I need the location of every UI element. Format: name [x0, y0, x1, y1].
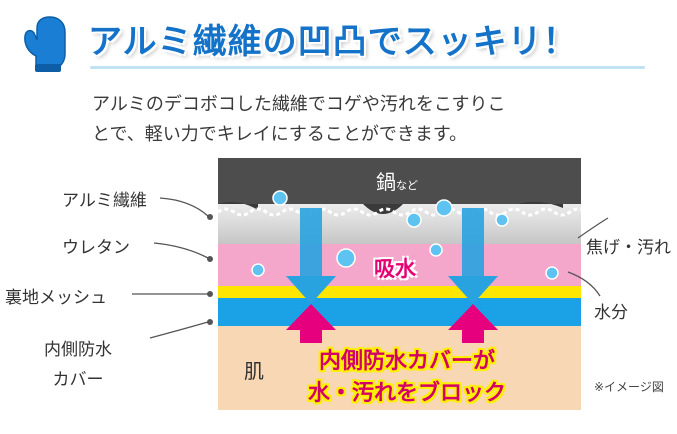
label-urethane: ウレタン: [62, 238, 130, 258]
leader-line-urethane: [153, 242, 209, 259]
pan-text: 鍋: [376, 170, 396, 194]
waterproof-callout: 内側防水カバーが 水・汚れをブロック: [302, 346, 512, 410]
leader-line-aluminum: [159, 197, 209, 217]
pan-suffix: など: [396, 179, 418, 192]
label-cover-line-1: 内側防水: [44, 340, 112, 360]
urethane-layer: [218, 244, 581, 286]
pan-label: 鍋など: [376, 166, 418, 195]
leader-dot: [207, 319, 213, 325]
label-waterproof-cover: 内側防水 カバー: [44, 335, 112, 395]
description-line-2: とで、軽い力でキレイにすることができます。: [92, 124, 468, 145]
label-back-mesh: 裏地メッシュ: [5, 288, 107, 308]
leader-dot: [207, 291, 213, 297]
water-drop-icon: [251, 190, 559, 280]
leader-dot: [207, 256, 213, 262]
aluminum-fiber-layer: [218, 204, 581, 244]
skin-label: 肌: [244, 359, 264, 383]
label-cover-line-2: カバー: [52, 370, 104, 390]
absorb-arrow: [448, 208, 498, 304]
absorb-label: 吸水: [374, 257, 416, 281]
callout-line-1: 内側防水カバーが: [318, 349, 495, 374]
leader-line-cover: [149, 321, 209, 339]
aluminum-fiber-texture: [218, 207, 581, 217]
dirt-chunk: [518, 201, 563, 208]
layer-diagram: 鍋など 吸水 肌 内側防水カバーが 水・汚れをブロック: [218, 158, 581, 410]
callout-line-2: 水・汚れをブロック: [307, 381, 506, 406]
block-arrow: [448, 304, 498, 343]
diagram-graphics: [218, 190, 581, 343]
label-moisture: 水分: [594, 303, 628, 323]
headline: アルミ繊維の凹凸でスッキリ！: [88, 22, 578, 62]
label-aluminum-fiber: アルミ繊維: [62, 191, 147, 211]
headline-underline: [90, 66, 645, 69]
skin-layer: [218, 326, 581, 410]
label-burnt-dirt: 焦げ・汚れ: [586, 238, 671, 258]
description-line-1: アルミのデコボコした繊維でコゲや汚れをこすりこ: [92, 94, 506, 115]
block-arrow: [286, 304, 336, 343]
leader-dot: [207, 214, 213, 220]
dirt-chunk: [218, 202, 258, 210]
waterproof-cover-layer: [218, 298, 581, 326]
absorb-arrow: [286, 208, 336, 304]
image-note: ※イメージ図: [594, 380, 664, 394]
mitten-icon: [24, 16, 66, 72]
description: アルミのデコボコした繊維でコゲや汚れをこすりこ とで、軽い力でキレイにすることが…: [92, 90, 652, 150]
